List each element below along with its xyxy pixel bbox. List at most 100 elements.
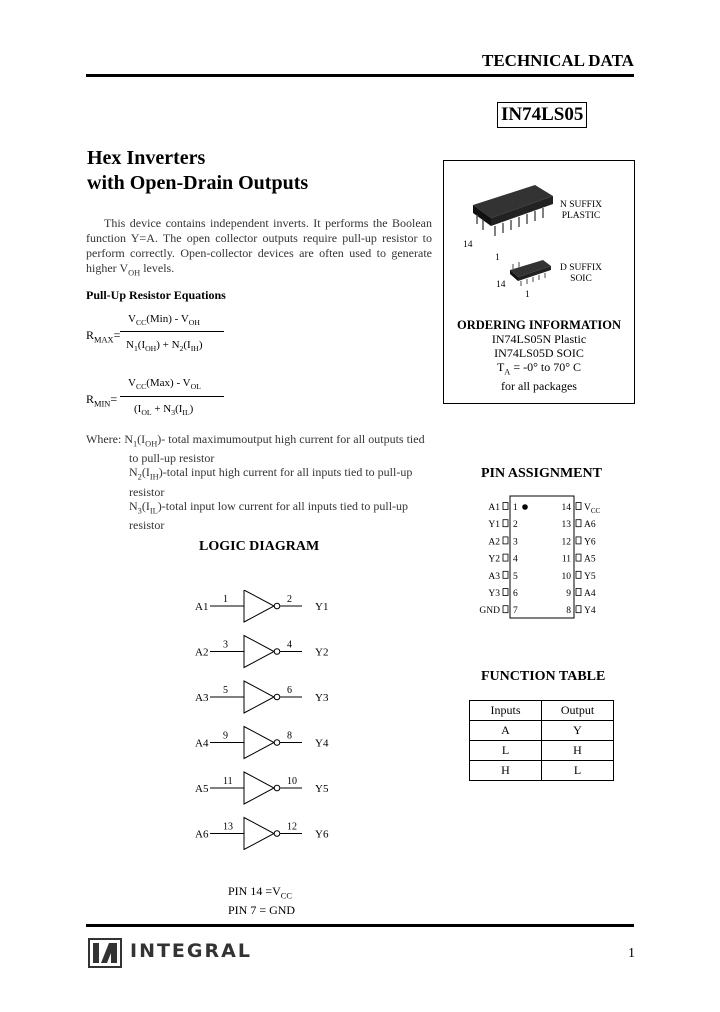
- svg-text:12: 12: [562, 537, 572, 547]
- pin-note: PIN 14 =VCC PIN 7 = GND: [228, 884, 296, 918]
- svg-text:GND: GND: [479, 606, 500, 616]
- rmax-numerator: VCC(Min) - VOH: [128, 313, 200, 328]
- svg-text:A2: A2: [488, 537, 500, 547]
- inverter-bubble: [273, 602, 281, 610]
- svg-text:8: 8: [566, 606, 571, 616]
- svg-text:2: 2: [513, 520, 518, 530]
- gate-output-pin: 4: [287, 640, 292, 651]
- ordering-info: ORDERING INFORMATION IN74LS05N Plastic I…: [443, 318, 635, 393]
- gate-output-label: Y5: [315, 783, 329, 795]
- inverter-bubble: [273, 784, 281, 792]
- table-cell: L: [541, 760, 614, 781]
- gate-output-pin: 8: [287, 731, 292, 742]
- svg-text:7: 7: [513, 606, 518, 616]
- function-table: Inputs Output A Y L H H L: [469, 700, 614, 781]
- table-header: Inputs: [469, 700, 542, 721]
- svg-text:Y4: Y4: [584, 606, 596, 616]
- inverter-triangle: [243, 590, 276, 623]
- svg-text:VCC: VCC: [584, 503, 601, 515]
- gate-output-label: Y3: [315, 692, 329, 704]
- inverter-gate: A2 3 4Y2: [195, 634, 328, 669]
- pin-right: 14 VCC: [562, 502, 601, 515]
- gate-output-pin: 10: [287, 776, 297, 787]
- inverter-bubble: [273, 693, 281, 701]
- where-definitions: Where: N1(IOH)- total maximumoutput high…: [86, 432, 425, 533]
- svg-text:A3: A3: [488, 572, 500, 582]
- pin-assignment-heading: PIN ASSIGNMENT: [481, 466, 602, 481]
- description-text: This device contains independent inverts…: [86, 216, 432, 275]
- gate-input-pin: 3: [223, 640, 228, 651]
- rmin-numerator: VCC(Max) - VOL: [128, 377, 201, 392]
- header-rule: [86, 74, 634, 77]
- title-line-1: Hex Inverters: [87, 147, 206, 169]
- gate-input-pin: 5: [223, 685, 228, 696]
- dip-pin14-label: 14: [463, 240, 473, 250]
- table-cell: A: [469, 720, 542, 741]
- table-cell: Y: [541, 720, 614, 741]
- gate-input-label: A3: [195, 692, 209, 704]
- function-table-heading: FUNCTION TABLE: [481, 669, 606, 684]
- pin-right: 8 Y4: [566, 605, 596, 616]
- rmin-label: RMIN=: [86, 392, 118, 409]
- gate-input-label: A6: [195, 829, 209, 841]
- rmin-fraction-bar: [120, 396, 224, 397]
- gate-output-label: Y6: [315, 829, 329, 841]
- svg-text:Y6: Y6: [584, 537, 596, 547]
- gate-input-label: A2: [195, 647, 208, 659]
- rmax-denominator: N1(IOH) + N2(IIH): [126, 339, 203, 354]
- inverter-triangle: [243, 680, 276, 714]
- table-cell: L: [469, 740, 542, 761]
- dip-package-icon: [473, 185, 553, 236]
- title-line-2: with Open-Drain Outputs: [87, 172, 309, 194]
- ordering-line-3: TA = -0° to 70° C: [496, 360, 582, 377]
- ordering-line-4: for all packages: [501, 379, 577, 394]
- svg-text:9: 9: [566, 589, 571, 599]
- svg-text:Y1: Y1: [488, 520, 500, 530]
- inverter-bubble: [273, 739, 281, 746]
- gate-output-label: Y2: [315, 647, 328, 659]
- ordering-line-1: IN74LS05N Plastic: [491, 332, 587, 346]
- gate-output-pin: 12: [287, 822, 297, 833]
- ordering-heading: ORDERING INFORMATION: [456, 318, 621, 332]
- svg-text:A4: A4: [584, 589, 596, 599]
- page-title: Hex Inverters with Open-Drain Outputs: [87, 146, 308, 196]
- pin-left: A1 1: [488, 502, 518, 513]
- svg-text:1: 1: [513, 503, 518, 513]
- equations-heading: Pull-Up Resistor Equations: [86, 288, 226, 302]
- table-header: Output: [541, 700, 614, 721]
- svg-text:A6: A6: [584, 520, 596, 530]
- pin-right: 9 A4: [566, 588, 596, 599]
- svg-text:A1: A1: [488, 503, 500, 513]
- part-number: IN74LS05: [497, 102, 588, 128]
- pin-left: Y1 2: [488, 519, 518, 530]
- svg-text:Y3: Y3: [488, 589, 500, 599]
- gate-output-pin: 6: [287, 685, 292, 696]
- svg-text:14: 14: [562, 503, 572, 513]
- rmin-denominator: (IOL + N3(IIL): [134, 403, 194, 418]
- ordering-box: [443, 160, 635, 404]
- gate-input-label: A4: [195, 738, 209, 750]
- soic-pin1-label: 1: [525, 290, 530, 300]
- svg-text:11: 11: [562, 555, 571, 565]
- rmax-fraction-bar: [120, 331, 224, 332]
- inverter-triangle: [243, 634, 276, 669]
- gate-input-pin: 9: [223, 731, 228, 742]
- svg-text:3: 3: [513, 537, 518, 547]
- gate-input-pin: 1: [223, 594, 228, 605]
- pin-right: 12 Y6: [562, 536, 596, 547]
- integral-logo-icon: [88, 938, 122, 968]
- technical-data-label: TECHNICAL DATA: [482, 51, 634, 70]
- svg-text:4: 4: [513, 555, 518, 565]
